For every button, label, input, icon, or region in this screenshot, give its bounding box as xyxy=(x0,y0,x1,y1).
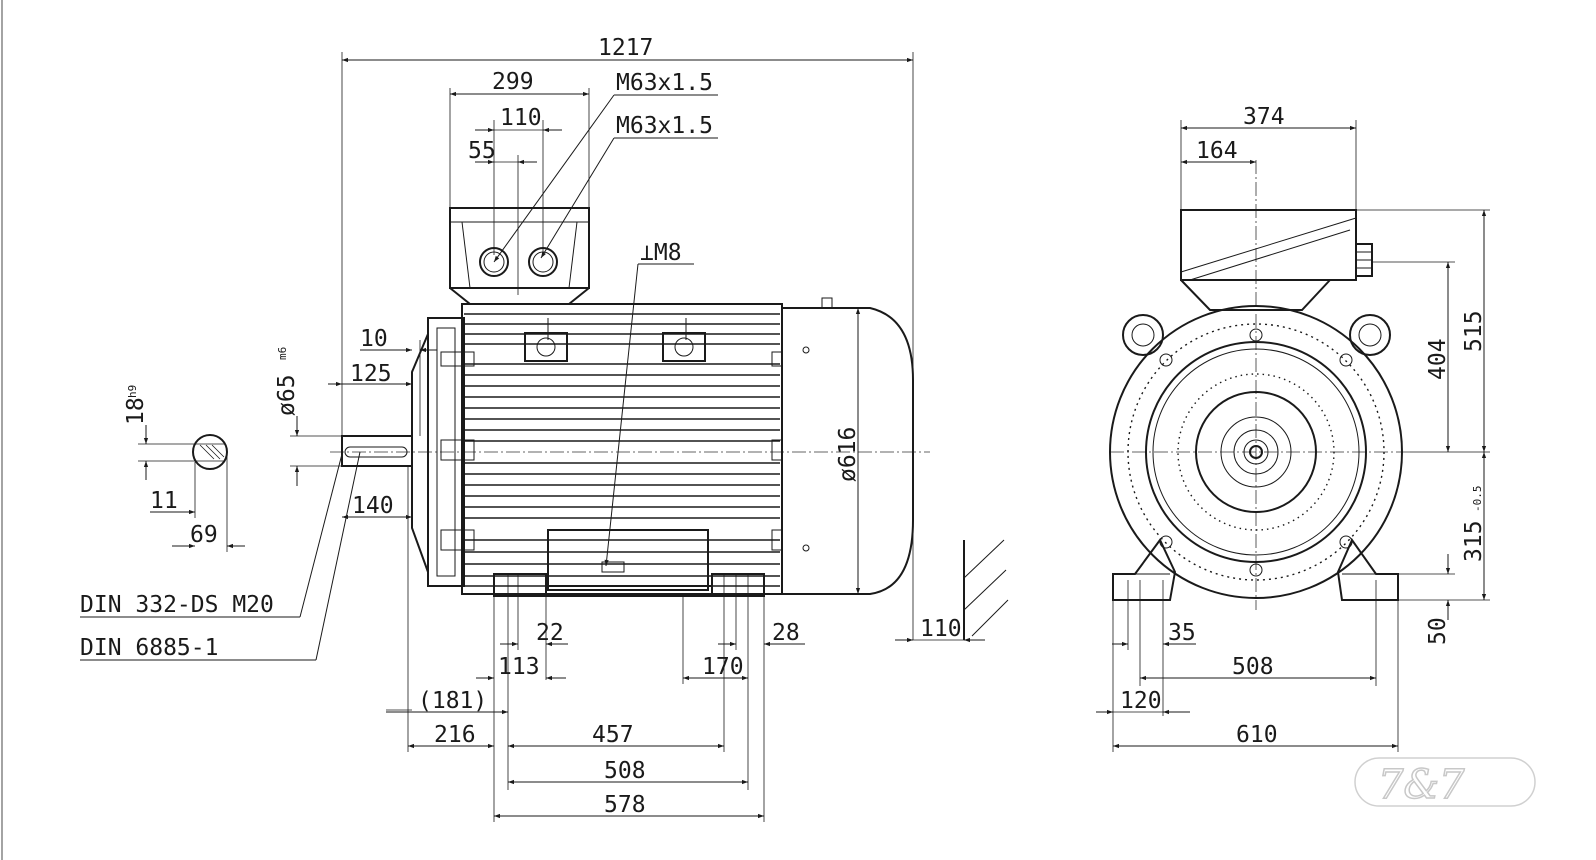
earth-terminal-label: ⊥M8 xyxy=(640,240,682,266)
dim-110-label: 110 xyxy=(920,616,962,642)
overall-length-label: 1217 xyxy=(598,35,653,61)
shaft-height-tol: -0.5 xyxy=(1471,486,1484,513)
box-height-label: 404 xyxy=(1425,338,1451,380)
shoulder-label: 10 xyxy=(360,326,388,352)
gland-1-label: M63x1.5 xyxy=(616,70,713,96)
box-offset-label: 164 xyxy=(1196,138,1238,164)
earth-terminal xyxy=(601,561,625,573)
foot-120-label: 120 xyxy=(1120,688,1162,714)
shaft-length-label: 125 xyxy=(350,361,392,387)
end-shield xyxy=(427,317,465,587)
key-height-label: 69 xyxy=(190,522,218,548)
key-width-label: 18 xyxy=(123,397,149,425)
watermark-logo: 7&7 xyxy=(1354,757,1536,809)
dim-457-label: 457 xyxy=(592,722,634,748)
gland-spacing-label: 110 xyxy=(500,105,542,131)
terminal-box xyxy=(449,207,590,289)
key-depth-label: 11 xyxy=(150,488,178,514)
foot-height-label: 50 xyxy=(1425,617,1451,645)
foot-right xyxy=(711,573,765,597)
keyway-length-label: 140 xyxy=(352,493,394,519)
box-width-label: 374 xyxy=(1243,104,1285,130)
end-foot-right xyxy=(1336,537,1399,601)
total-height-label: 515 xyxy=(1461,310,1487,352)
gland-offset-label: 55 xyxy=(468,138,496,164)
dim-113-label: 113 xyxy=(498,654,540,680)
key-standard: DIN 6885-1 xyxy=(80,635,218,661)
gland-2-label: M63x1.5 xyxy=(616,113,713,139)
end-finned-housing xyxy=(1109,305,1403,599)
shaft-diameter-label: ø65 xyxy=(274,374,300,416)
shaft-diameter-tol: m6 xyxy=(276,347,289,360)
motor-end-view: 374 164 xyxy=(1096,104,1490,752)
foot-width-label: 610 xyxy=(1236,722,1278,748)
dim-578-label: 578 xyxy=(604,792,646,818)
end-foot-left xyxy=(1112,538,1177,601)
stator-fins xyxy=(464,313,780,587)
key-width-tol: h9 xyxy=(126,385,139,398)
foot-35-label: 35 xyxy=(1168,620,1196,646)
foot-left xyxy=(493,573,547,597)
terminal-box-width-label: 299 xyxy=(492,69,534,95)
centre-hole-standard: DIN 332-DS M20 xyxy=(80,592,274,618)
foot-28-label: 28 xyxy=(772,620,800,646)
shaft-height-label: 315 xyxy=(1461,520,1487,562)
body-diameter-label: ø616 xyxy=(835,427,861,482)
stator-body xyxy=(461,303,783,595)
foot-22-label: 22 xyxy=(536,620,564,646)
svg-text:7&7: 7&7 xyxy=(1378,762,1465,808)
dim-181-label: (181) xyxy=(418,688,487,714)
foot-spacing-label: 508 xyxy=(1232,654,1274,680)
fan-grille xyxy=(1177,373,1335,531)
motor-side-view: 1217 299 110 55 M63x1.5 M63x1.5 xyxy=(80,35,1009,822)
dim-170-label: 170 xyxy=(702,654,744,680)
dim-216-label: 216 xyxy=(434,722,476,748)
dim-508-label: 508 xyxy=(604,758,646,784)
key-section-view: 18 h9 11 69 xyxy=(123,385,245,552)
end-fins-ring xyxy=(1127,323,1385,581)
fan-cover xyxy=(781,307,914,595)
key-shaft-section xyxy=(192,434,228,470)
shaft xyxy=(341,435,413,467)
gland-2 xyxy=(528,247,558,277)
gland-1 xyxy=(479,247,509,277)
